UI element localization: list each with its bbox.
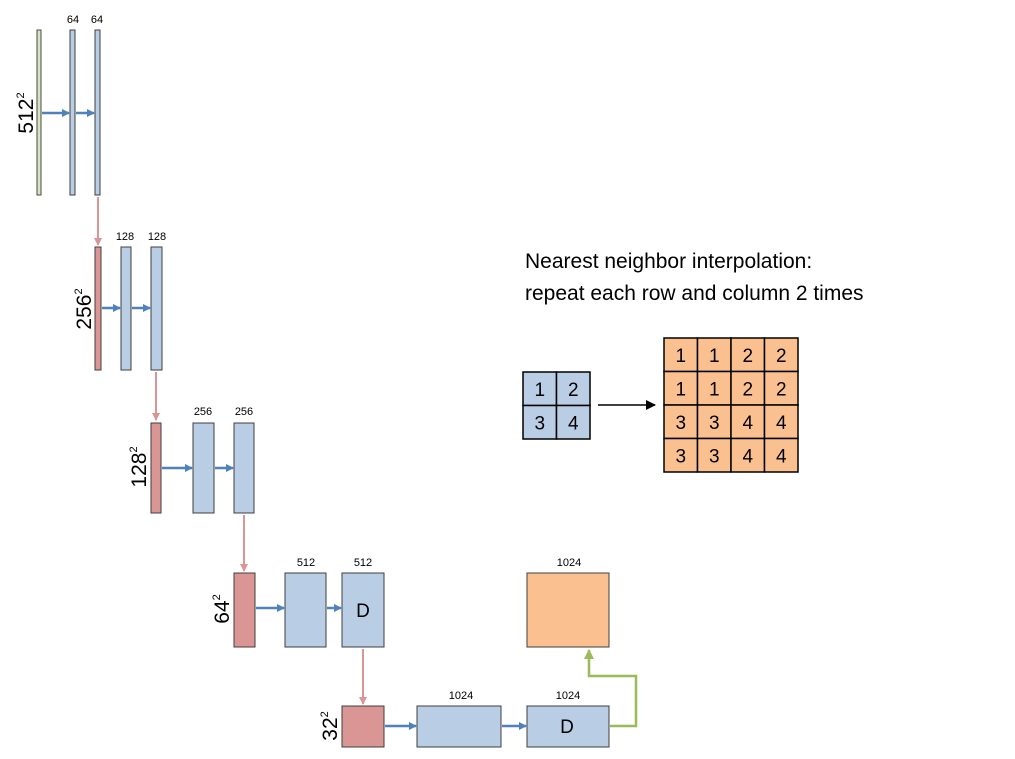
input-grid-cell-value: 2 — [568, 380, 579, 401]
output-grid-cell — [763, 337, 799, 373]
output-grid-cell-value: 2 — [742, 346, 753, 367]
upsample-block: 1024 — [526, 557, 638, 728]
level-32: D 1024 1024 322 — [319, 690, 610, 748]
output-grid-cell — [730, 437, 766, 473]
svg-text:642: 642 — [211, 594, 234, 623]
feature-map-128b — [150, 246, 163, 371]
channel-label: 512 — [354, 557, 372, 569]
output-grid-cell-value: 4 — [742, 446, 753, 467]
svg-text:5122: 5122 — [15, 92, 38, 133]
pooled-map — [94, 246, 102, 371]
pooled-map — [150, 422, 162, 514]
output-grid-cell — [696, 370, 732, 406]
svg-text:2562: 2562 — [73, 288, 96, 329]
channel-label: 128 — [116, 231, 134, 243]
interpolation-title-line2: repeat each row and column 2 times — [525, 282, 864, 305]
dropout-label: D — [560, 717, 574, 738]
output-grid-cell-value: 3 — [675, 446, 686, 467]
resolution-label-256: 2562 — [73, 288, 96, 329]
interpolation-title-line1: Nearest neighbor interpolation: — [525, 250, 812, 273]
feature-map-1024a — [416, 705, 502, 748]
output-grid-cell-value: 4 — [776, 413, 787, 434]
upsample-arrow — [584, 649, 638, 728]
output-grid-cell-value: 4 — [742, 413, 753, 434]
output-grid-cell-value: 3 — [675, 413, 686, 434]
output-grid-cell-value: 2 — [742, 379, 753, 400]
channel-label: 1024 — [449, 690, 473, 702]
upsampled-map-1024 — [526, 572, 610, 648]
channel-label: 256 — [235, 406, 253, 418]
channel-label: 256 — [194, 406, 212, 418]
feature-map-64b — [94, 29, 101, 196]
channel-label: 64 — [67, 14, 79, 26]
input-grid-cell-value: 4 — [568, 413, 579, 434]
interpolation-explainer: Nearest neighbor interpolation: repeat e… — [522, 250, 864, 473]
output-grid: 1 1 2 2 1 1 2 2 3 3 4 4 3 3 4 4 — [663, 337, 799, 473]
resolution-label-32: 322 — [319, 711, 342, 740]
resolution-label-64: 642 — [211, 594, 234, 623]
input-grid-cell — [555, 404, 591, 440]
feature-map-1024b-dropout — [526, 705, 610, 748]
input-grid-cell — [522, 404, 558, 440]
channel-label: 128 — [148, 231, 166, 243]
channel-label: 1024 — [557, 557, 581, 569]
resolution-label-128: 1282 — [128, 446, 151, 487]
feature-map-256a — [192, 422, 215, 514]
svg-text:1282: 1282 — [128, 446, 151, 487]
input-grid-cell-value: 1 — [534, 380, 545, 401]
output-grid-cell-value: 2 — [776, 346, 787, 367]
input-grid: 1 2 3 4 — [522, 371, 591, 440]
output-grid-cell — [663, 370, 699, 406]
output-grid-cell-value: 1 — [709, 379, 720, 400]
pooled-map — [341, 705, 385, 748]
feature-map-512b-dropout — [341, 572, 385, 648]
output-grid-cell-value: 2 — [776, 379, 787, 400]
output-grid-cell-value: 4 — [776, 446, 787, 467]
output-grid-cell-value: 1 — [675, 346, 686, 367]
svg-text:322: 322 — [319, 711, 342, 740]
feature-map-256b — [233, 422, 255, 514]
channel-label: 1024 — [556, 690, 580, 702]
input-image-bar — [36, 29, 42, 196]
feature-map-64a — [69, 29, 76, 196]
feature-map-512a — [284, 572, 327, 648]
level-128: 256 256 1282 — [128, 406, 255, 514]
dropout-label: D — [356, 601, 370, 622]
output-grid-cell — [763, 404, 799, 440]
channel-label: 64 — [91, 14, 103, 26]
output-grid-cell-value: 3 — [709, 413, 720, 434]
level-256: 128 128 2562 — [73, 231, 166, 371]
input-grid-cell — [555, 371, 591, 407]
input-grid-cell-value: 3 — [534, 413, 545, 434]
output-grid-cell — [696, 437, 732, 473]
level-512: 64 64 5122 — [15, 14, 103, 196]
output-grid-cell — [663, 437, 699, 473]
pooled-map — [233, 572, 256, 648]
output-grid-cell-value: 1 — [675, 379, 686, 400]
output-grid-cell-value: 1 — [709, 346, 720, 367]
output-grid-cell — [663, 337, 699, 373]
output-grid-cell-value: 3 — [709, 446, 720, 467]
output-grid-cell — [763, 437, 799, 473]
level-64: D 512 512 642 — [211, 557, 385, 648]
resolution-label-512: 5122 — [15, 92, 38, 133]
channel-label: 512 — [297, 557, 315, 569]
feature-map-128a — [120, 246, 132, 371]
